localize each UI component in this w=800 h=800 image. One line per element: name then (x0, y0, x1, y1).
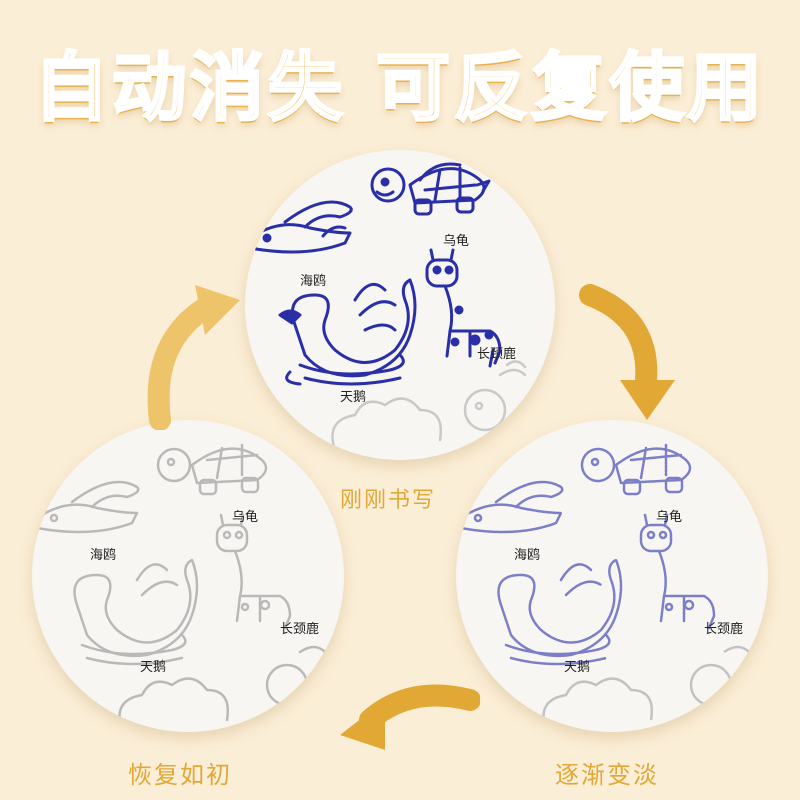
circle-written: 海鸥 乌龟 天鹅 长颈鹿 (245, 150, 555, 460)
arrow-up-icon (147, 285, 240, 430)
sheep-drawing (331, 360, 527, 452)
seagull-drawing (459, 480, 564, 534)
swan-drawing (497, 558, 623, 666)
label-giraffe: 长颈鹿 (704, 622, 744, 637)
turtle-drawing (370, 162, 491, 216)
giraffe-drawing (215, 513, 292, 630)
circle-restored: 海鸥 乌龟 天鹅 长颈鹿 (32, 420, 344, 732)
label-swan: 天鹅 (564, 660, 591, 675)
stage-restored-label: 恢复如初 (128, 761, 232, 789)
headline: 自动消失 可反复使用 (33, 44, 766, 133)
label-turtle: 乌龟 (656, 510, 683, 525)
label-giraffe: 长颈鹿 (280, 622, 320, 637)
sheep-drawing (542, 645, 750, 731)
giraffe-drawing (425, 248, 502, 368)
seagull-drawing (35, 480, 140, 534)
arrow-down-icon (579, 284, 675, 420)
label-seagull: 海鸥 (300, 274, 327, 289)
swan-drawing (278, 278, 417, 386)
turtle-drawing (580, 443, 692, 496)
label-turtle: 乌龟 (232, 510, 259, 525)
label-seagull: 海鸥 (90, 548, 117, 563)
seagull-drawing (248, 200, 353, 254)
turtle-drawing (156, 443, 268, 496)
label-seagull: 海鸥 (514, 548, 541, 563)
label-swan: 天鹅 (340, 390, 367, 405)
drawing-restored (35, 443, 327, 732)
drawing-fading (459, 443, 750, 731)
label-turtle: 乌龟 (443, 234, 470, 249)
circle-fading: 海鸥 乌龟 天鹅 长颈鹿 (456, 420, 768, 732)
stage-written-label: 刚刚书写 (340, 488, 437, 513)
swan-drawing (73, 558, 199, 666)
drawing-written (248, 162, 527, 452)
giraffe-drawing (639, 513, 716, 630)
sheep-drawing (118, 645, 327, 732)
label-swan: 天鹅 (140, 660, 167, 675)
label-giraffe: 长颈鹿 (477, 347, 517, 362)
arrow-left-icon (340, 684, 480, 750)
stage-fading-label: 逐渐变淡 (555, 761, 659, 789)
